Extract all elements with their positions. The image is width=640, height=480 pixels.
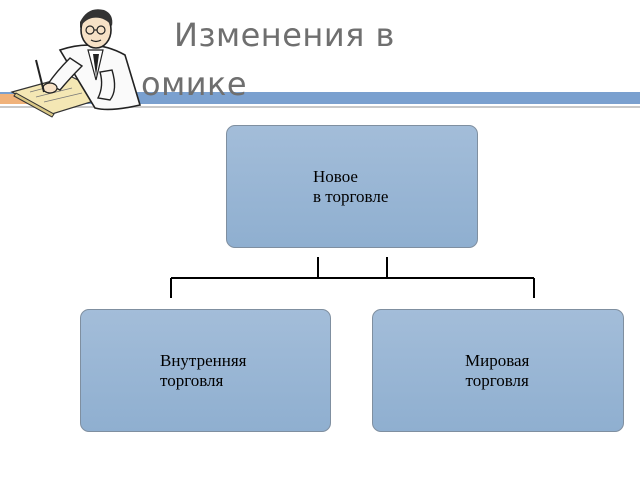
diagram-node-world-trade: Мировая торговля [372,309,624,432]
title-line-2: омике [141,65,248,103]
node-world-line-2: торговля [465,371,529,390]
node-domestic-line-1: Внутренняя [160,351,247,370]
scholar-writing-clipart [10,9,142,118]
node-root-line-2: в торговле [313,187,389,206]
node-domestic-label: Внутренняя торговля [160,351,246,391]
slide-title: Изменения в омике [0,0,640,110]
node-domestic-line-2: торговля [160,371,224,390]
node-world-label: Мировая торговля [465,351,529,391]
node-root-line-1: Новое [313,167,358,186]
diagram-node-domestic-trade: Внутренняя торговля [80,309,331,432]
title-line-1: Изменения в [174,16,395,54]
node-root-label: Новое в торговле [313,167,388,207]
diagram-node-root: Новое в торговле [226,125,478,248]
node-world-line-1: Мировая [465,351,530,370]
